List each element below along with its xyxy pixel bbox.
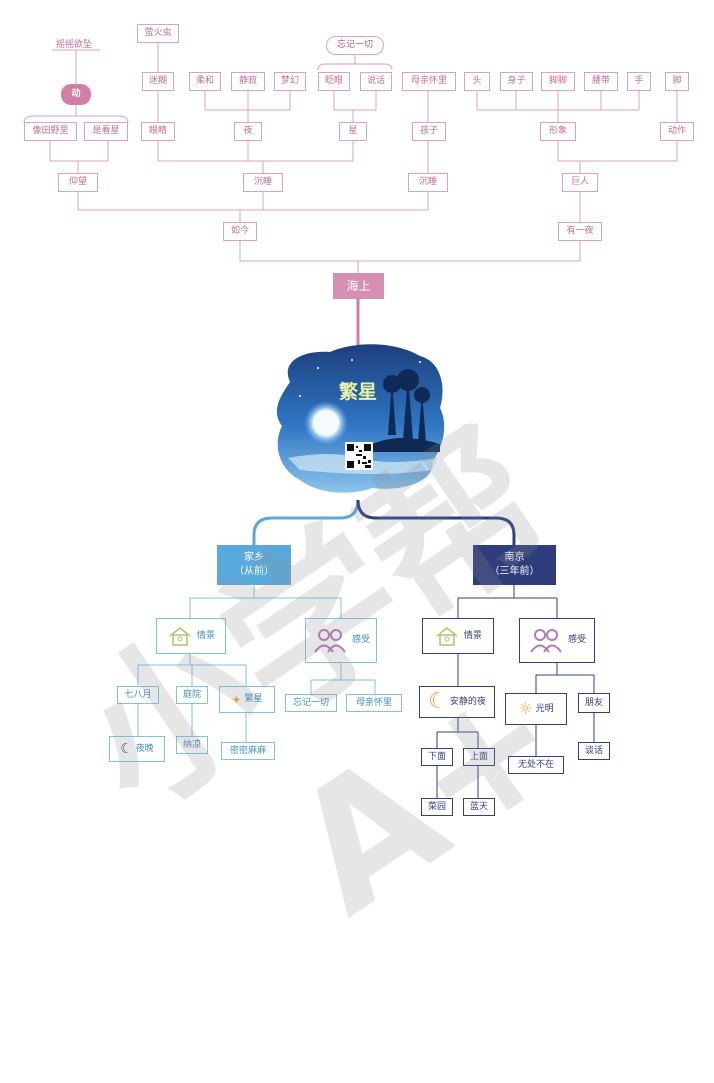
node-mimima[interactable]: 密密麻麻 — [221, 742, 275, 760]
node-fanxing[interactable]: ✦ 繁星 — [219, 686, 275, 713]
node-xiangtianye[interactable]: 像田野里 — [24, 122, 77, 141]
node-muqinhuaili-left[interactable]: 母亲怀里 — [346, 694, 402, 712]
house-icon — [169, 627, 191, 646]
nanjing-line1: 南京 — [504, 552, 525, 563]
node-lantian[interactable]: 蓝天 — [463, 798, 495, 816]
node-haishang[interactable]: 海上 — [333, 273, 384, 299]
node-ye[interactable]: 夜 — [234, 122, 262, 141]
node-shenzi[interactable]: 身子 — [500, 72, 533, 91]
node-juren[interactable]: 巨人 — [562, 173, 598, 192]
node-chenshui[interactable]: 沉睡 — [243, 173, 283, 192]
node-haizi[interactable]: 孩子 — [412, 122, 446, 141]
jiaxiang-line2: （从前） — [234, 566, 274, 577]
node-wangjiyiqie-top[interactable]: 忘记一切 — [326, 36, 384, 55]
node-wangjiyiqie-left[interactable]: 忘记一切 — [285, 694, 337, 712]
node-bianjiao[interactable]: 脚脚 — [541, 72, 575, 91]
node-jingji[interactable]: 静寂 — [231, 72, 265, 91]
node-zhayan[interactable]: 眨眼 — [318, 72, 350, 91]
node-yaodai[interactable]: 腰带 — [584, 72, 618, 91]
moon-stars-icon: ☾ — [120, 741, 133, 757]
ganshou-left-label: 感受 — [351, 635, 370, 645]
connector-lines — [23, 43, 678, 798]
node-shou[interactable]: 手 — [627, 72, 651, 91]
node-yewan[interactable]: ☾ 夜晚 — [109, 736, 165, 762]
sun-icon: ☼ — [518, 699, 533, 718]
qingjing-right-label: 情景 — [463, 630, 482, 641]
guangming-label: 光明 — [535, 703, 554, 714]
node-tingyuan[interactable]: 庭院 — [176, 686, 208, 704]
node-pengyou[interactable]: 朋友 — [578, 693, 610, 713]
node-qibayue[interactable]: 七八月 — [117, 686, 159, 704]
node-rouhe[interactable]: 柔和 — [189, 72, 221, 91]
node-yinghuochong[interactable]: 萤火虫 — [137, 24, 179, 43]
yewan-label: 夜晚 — [135, 743, 154, 754]
node-yanjing[interactable]: 眼睛 — [141, 122, 175, 141]
node-xiamian[interactable]: 下面 — [421, 748, 453, 766]
node-jiaxiang[interactable]: 家乡 （从前） — [217, 545, 291, 585]
node-rujin[interactable]: 如今 — [223, 222, 257, 241]
node-yangwang[interactable]: 仰望 — [58, 173, 98, 192]
nanjing-line2: （三年前） — [489, 566, 540, 577]
node-qingjing-right[interactable]: 情景 — [422, 618, 494, 654]
node-dongzuo[interactable]: 动作 — [660, 122, 694, 141]
node-guangming[interactable]: ☼ 光明 — [505, 693, 567, 725]
node-shuohua[interactable]: 说话 — [360, 72, 392, 91]
mind-map-canvas: 海上 如今 有一夜 仰望 沉睡 沉睡 巨人 摇摇欲坠 动 像田野里 是看星 萤火… — [23, 24, 694, 953]
jiaxiang-line1: 家乡 — [244, 552, 264, 563]
qingjing-left-label: 情景 — [196, 630, 215, 641]
crescent-moon-icon: ☾ — [428, 689, 448, 714]
node-qingjing-left[interactable]: 情景 — [156, 618, 226, 654]
node-nanjing[interactable]: 南京 （三年前） — [473, 545, 556, 585]
people-icon — [314, 628, 346, 653]
node-mihu[interactable]: 迷糊 — [142, 72, 174, 91]
node-dong[interactable]: 动 — [61, 84, 91, 105]
node-ganshou-right[interactable]: 感受 — [519, 618, 595, 663]
node-xing[interactable]: 星 — [339, 122, 367, 141]
node-muqinhuaili-top[interactable]: 母亲怀里 — [402, 72, 456, 91]
ganshou-right-label: 感受 — [567, 635, 586, 645]
node-najing[interactable]: 纳凉 — [176, 736, 208, 754]
node-anjingdeye[interactable]: ☾ 安静的夜 — [419, 686, 495, 718]
node-tou[interactable]: 头 — [464, 72, 490, 91]
house-icon-right — [436, 627, 458, 646]
anjingdeye-label: 安静的夜 — [449, 696, 486, 707]
node-chenshui-right[interactable]: 沉睡 — [408, 173, 448, 192]
center-title: 繁星 — [338, 381, 377, 403]
node-wuchubuzai[interactable]: 无处不在 — [508, 756, 564, 774]
node-xixingxing[interactable]: 是看星 — [84, 122, 128, 141]
node-youyiye[interactable]: 有一夜 — [558, 222, 602, 241]
stars-icon: ✦ — [231, 692, 242, 707]
node-menghuan[interactable]: 梦幻 — [274, 72, 306, 91]
label-yaoyaoyuzhui: 摇摇欲坠 — [56, 40, 93, 50]
node-caiyuan[interactable]: 菜园 — [421, 798, 453, 816]
node-xingxiang[interactable]: 形象 — [540, 122, 576, 141]
node-shangmian[interactable]: 上面 — [463, 748, 495, 766]
node-jiao[interactable]: 脚 — [665, 72, 689, 91]
fanxing-label: 繁星 — [244, 694, 263, 704]
people-icon-right — [530, 628, 562, 653]
node-tanhua[interactable]: 谈话 — [578, 742, 610, 760]
node-ganshou-left[interactable]: 感受 — [305, 618, 377, 663]
